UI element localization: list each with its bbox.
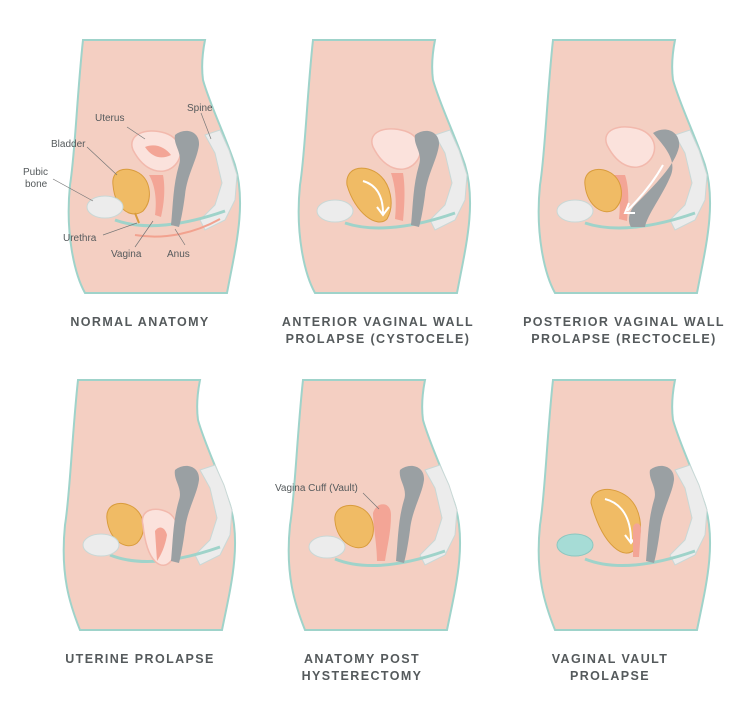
spine-leader: [200, 112, 212, 140]
caption-line: VAGINAL VAULT: [551, 652, 669, 666]
caption-line: PROLAPSE (RECTOCELE): [531, 332, 717, 346]
pelvic-floor: [344, 211, 456, 230]
uterine-cavity: [155, 527, 167, 561]
caption-post-hysterectomy: ANATOMY POST HYSTERECTOMY: [237, 651, 487, 685]
pubic-bone: [556, 199, 594, 223]
prolapse-arrow: [362, 180, 390, 217]
caption-cystocele: ANTERIOR VAGINAL WALL PROLAPSE (CYSTOCEL…: [253, 314, 503, 348]
body-silhouette: [537, 39, 712, 294]
panel-cystocele: [255, 35, 495, 335]
spine-vertebrae: [669, 464, 708, 566]
vagina: [149, 175, 165, 217]
post-hysterectomy-illustration: Vagina Cuff (Vault): [275, 379, 462, 631]
rectocele-illustration: [537, 39, 712, 294]
vault-prolapse-illustration: [537, 379, 712, 631]
pubic-bone: [86, 195, 124, 219]
caption-line: UTERINE PROLAPSE: [65, 652, 215, 666]
caption-line: PROLAPSE (CYSTOCELE): [285, 332, 471, 346]
label-anus: Anus: [167, 249, 190, 260]
caption-line: ANTERIOR VAGINAL WALL: [281, 315, 475, 329]
pubic-bone: [82, 533, 120, 557]
panel-rectocele: [495, 35, 735, 335]
uterine-cavity: [145, 145, 171, 158]
label-uterus: Uterus: [95, 113, 124, 124]
label-urethra: Urethra: [63, 233, 97, 244]
urethra: [134, 212, 140, 224]
pubic-bone: [556, 533, 594, 557]
caption-line: POSTERIOR VAGINAL WALL: [523, 315, 725, 329]
rectum: [411, 130, 440, 227]
label-pubic-bone-line2: bone: [25, 179, 48, 190]
rectum: [171, 130, 200, 227]
panel-post-hysterectomy: Vagina Cuff (Vault): [255, 375, 495, 675]
pelvic-floor: [334, 549, 446, 567]
pubic-bone: [316, 199, 354, 223]
pelvic-floor-muscle: [134, 218, 221, 238]
bladder-prolapsed: [346, 167, 392, 223]
label-vagina: Vagina: [111, 249, 142, 260]
rectum-prolapsed: [628, 129, 680, 227]
pubic-bone-leader: [52, 178, 94, 202]
caption-line: PROLAPSE: [570, 669, 650, 683]
spine-vertebrae: [194, 464, 233, 566]
uterus-leader: [126, 126, 146, 140]
rectum: [646, 465, 675, 563]
caption-line: HYSTERECTOMY: [301, 669, 423, 683]
label-spine: Spine: [187, 103, 213, 114]
uterine-prolapse-illustration: [62, 379, 237, 631]
panel-vault-prolapse: [495, 375, 735, 675]
prolapse-arrow: [623, 164, 664, 214]
anus-leader: [174, 228, 186, 246]
bladder: [584, 169, 622, 213]
caption-rectocele: POSTERIOR VAGINAL WALL PROLAPSE (RECTOCE…: [499, 314, 749, 348]
pelvic-floor: [114, 209, 226, 228]
caption-line: NORMAL ANATOMY: [70, 315, 210, 329]
vault-leader: [362, 492, 380, 510]
vagina-leader: [134, 220, 154, 248]
pelvic-floor: [584, 549, 696, 567]
caption-normal-anatomy: NORMAL ANATOMY: [15, 314, 265, 331]
label-pubic-bone-line1: Pubic: [23, 167, 48, 178]
vaginal-cuff: [373, 504, 391, 561]
urethra-leader: [102, 222, 138, 236]
label-bladder: Bladder: [51, 139, 86, 150]
rectum: [171, 465, 200, 563]
spine-vertebrae: [429, 129, 468, 231]
caption-uterine-prolapse: UTERINE PROLAPSE: [15, 651, 265, 668]
rectum: [396, 465, 425, 563]
caption-vault-prolapse: VAGINAL VAULT PROLAPSE: [485, 651, 735, 685]
uterus: [605, 126, 656, 168]
caption-line: ANATOMY POST: [303, 652, 421, 666]
pubic-bone: [308, 535, 346, 559]
normal-anatomy-illustration: Uterus Spine Bladder Pubic bone Urethra …: [23, 39, 242, 294]
body-silhouette: [287, 379, 462, 631]
vagina: [391, 173, 405, 221]
spine-vertebrae: [419, 464, 458, 566]
bladder-prolapsed: [590, 488, 641, 554]
body-silhouette: [62, 379, 237, 631]
bladder: [334, 505, 374, 549]
cystocele-illustration: [297, 39, 472, 294]
label-vaginal-cuff: Vagina Cuff (Vault): [275, 483, 358, 494]
spine-vertebrae: [199, 129, 238, 231]
vaginal-vault: [633, 523, 641, 557]
panel-uterine-prolapse: [15, 375, 255, 675]
panel-normal-anatomy: Uterus Spine Bladder Pubic bone Urethra …: [15, 35, 255, 335]
bladder-leader: [86, 146, 118, 176]
body-silhouette: [297, 39, 472, 294]
spine-vertebrae: [669, 129, 708, 231]
